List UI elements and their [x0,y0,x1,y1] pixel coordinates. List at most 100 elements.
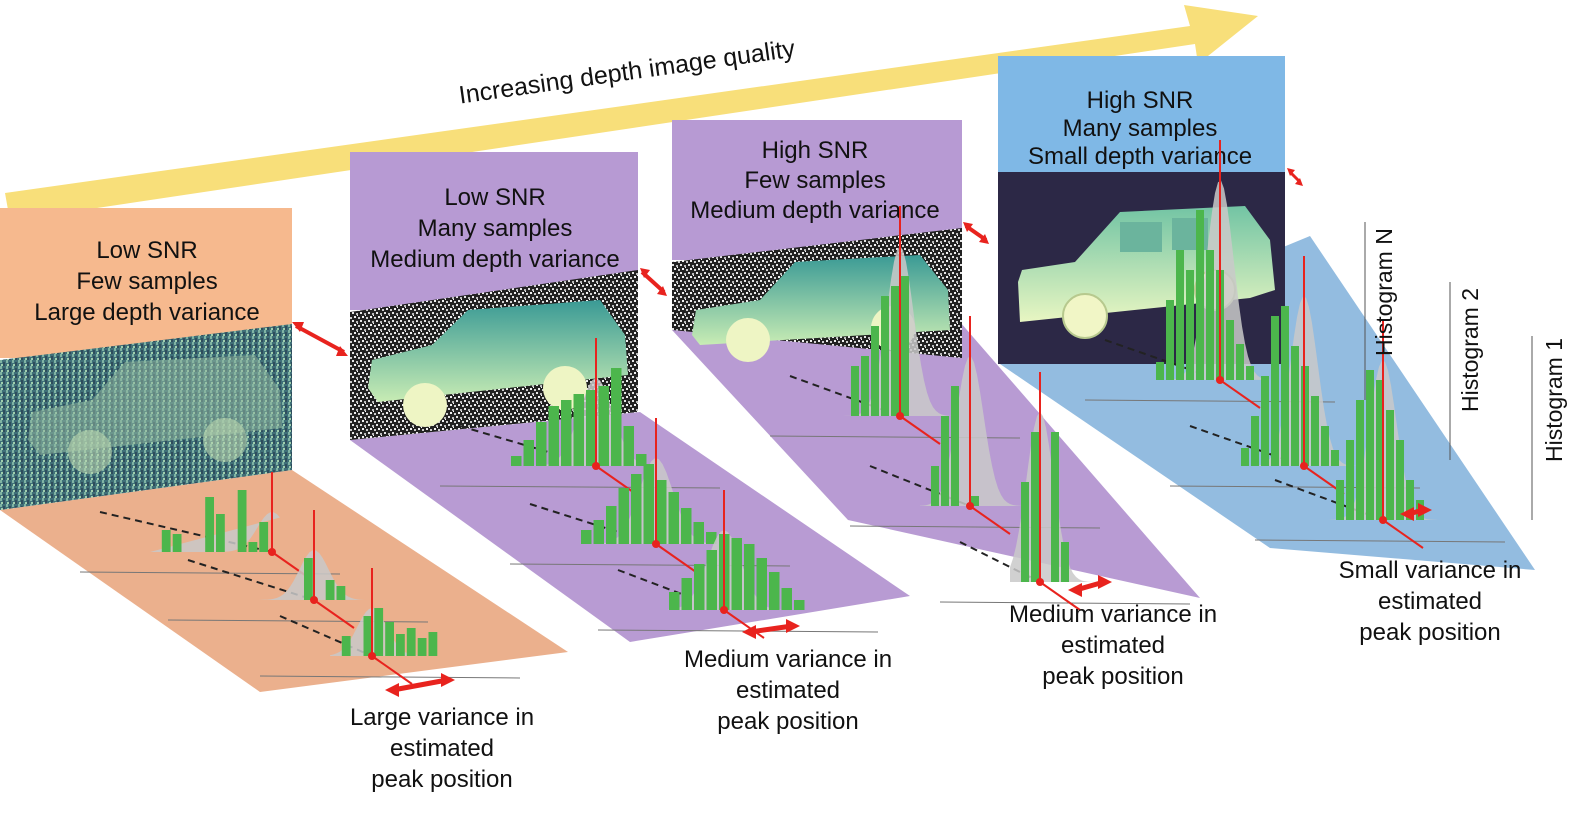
histogram-label-2: Histogram 2 [1457,288,1483,412]
panel-4-hist-3-bar-4 [1356,400,1364,520]
histogram-layer [79,140,1533,697]
panel-2-hist-1-bar-6 [573,394,584,466]
panel-2-hist-1-bar-10 [623,426,634,466]
panel-2-hist-2-bar-11 [706,532,717,544]
panel-4-hist-3-bar-5 [1366,370,1374,520]
panel-3-hist-3-peak-projection [1039,581,1081,611]
panel-4-hist-2-bar-9 [1321,426,1329,466]
panel-2-header-line-3: Medium depth variance [370,246,619,273]
panel-2-variance-arrow-left [742,625,756,639]
panel-3-hist-2-bar-3 [941,416,949,506]
panel-2-hist-3-bar-3 [694,564,705,610]
panel-2-header-line-2: Many samples [418,215,573,242]
caption-4-line-1: Small variance in [1339,557,1522,584]
panel-1-floor [0,470,568,692]
panel-2-hist-2-bar-6 [643,464,654,544]
panel-4-hist-1-bar-9 [1236,344,1244,380]
panel-3-hist-1-bar-4 [871,326,879,416]
panel-4-hist-1-bar-10 [1246,366,1254,380]
panel-4-hist-1-gaussian [1155,180,1275,380]
panel-2-hist-3-bar-7 [744,544,755,610]
caption-3-line-2: estimated [1061,632,1165,659]
panel-1-hist-1-bar-9 [237,490,247,552]
panel-2-hist-3-dashed-guide [617,569,725,611]
panel-3-hist-2-gaussian [920,356,1040,506]
panel-1-hist-1-bar-2 [161,530,171,552]
panel-1-hist-3-bar-6 [385,622,394,656]
panel-4-hist-2-bar-1 [1241,448,1249,466]
panel-2-hist-1-bar-8 [598,386,609,466]
panel-2-variance-arrow-right [786,619,800,633]
panel-2-hist-3-bar-10 [781,588,792,610]
panel-3-hist-2-bar-4 [951,386,959,506]
panel-4-hist-2-bar-5 [1281,306,1289,466]
panel-4-header-line-3: Small depth variance [1028,143,1252,170]
histogram-label-1: Histogram 1 [1541,338,1567,462]
panel-2-hist-2-bar-7 [656,480,667,544]
panel-1-hist-3-peak-projection [371,655,413,685]
panel-1-hist-2-gaussian [238,550,368,600]
panel-3-header-line-1: High SNR [762,137,869,164]
panel-3-hist-3-bar-2 [1021,482,1029,582]
panel-4-variance-arrow-left [1400,507,1414,521]
panel-1-hist-2-bar-7 [304,558,313,600]
panel-4-header-line-1: High SNR [1087,87,1194,114]
caption-4-line-3: peak position [1359,619,1500,646]
panel-1-hist-3-bar-4 [363,616,373,656]
caption-1: Large variance in estimated peak positio… [350,704,534,793]
connector-arrow-1 [292,322,348,356]
panel-1-hist-2-peak-projection [313,599,355,629]
panel-2-hist-2-bar-4 [618,488,629,544]
panel-1-hist-3-bar-9 [417,638,427,656]
panel-4-hist-3-bar-7 [1386,410,1394,520]
panel-3-hist-1-bar-5 [881,296,889,416]
panel-4-hist-3-bar-9 [1406,480,1414,520]
panel-3-variance-arrow-left [1068,583,1082,597]
panel-1-hist-1-bar-6 [205,497,214,552]
panel-4-hist-1-bar-3 [1176,250,1184,380]
panel-4-header-line-2: Many samples [1063,115,1218,142]
panel-4-hist-2-bar-10 [1331,450,1339,466]
panel-4-hist-2-bar-2 [1251,416,1259,466]
panel-4-hist-1-bar-4 [1186,270,1194,380]
panel-4-hist-1-peak-projection [1219,379,1261,409]
panel-4-hist-1-bar-2 [1166,300,1174,380]
panel-2-hist-2-bar-5 [631,474,642,544]
panel-2-hist-1-bar-11 [636,454,647,466]
panel-3-hist-2-bar-6 [971,496,979,506]
panel-2-hist-3-baseline [597,629,879,633]
caption-2-line-2: estimated [736,677,840,704]
panel-3-hist-3-bar-3 [1031,432,1039,582]
panel-4-hist-1-bar-5 [1196,210,1204,380]
panel-2-hist-2-bar-8 [668,492,679,544]
panel-4-hist-1-bar-8 [1226,320,1234,380]
panel-2-hist-1-bar-4 [548,406,559,466]
panel-2-hist-3-bar-8 [756,558,767,610]
panel-4-hist-3-peak-projection [1382,519,1424,549]
panel-3-floor [672,322,1200,598]
panel-4-hist-3-bar-6 [1376,380,1384,520]
panel-3-header-line-3: Medium depth variance [690,197,939,224]
panel-2-header-line-1: Low SNR [444,184,545,211]
caption-1-line-1: Large variance in [350,704,534,731]
panel-1-hist-3-bar-2 [341,636,351,656]
panel-1-hist-1-bar-10 [248,542,258,552]
panel-4-variance-arrow-right [1418,503,1432,517]
panel-1-hist-2-bar-10 [336,586,346,600]
panel-1-hist-1-bar-7 [216,514,225,552]
panel-2-variance-arrow-shaft [749,623,793,635]
panel-1-hist-3-bar-5 [374,608,384,656]
panel-3-hist-3-baseline [939,601,1191,605]
panel-2-hist-1-bar-3 [536,422,547,466]
panel-2-hist-1-peak-projection [595,465,637,495]
caption-3-line-3: peak position [1042,663,1183,690]
panel-2-hist-1-bar-1 [511,456,522,466]
panel-3-hist-1-bar-3 [861,356,869,416]
panel-2-hist-2-bar-9 [681,508,692,544]
panel-1-header-line-1: Low SNR [96,237,197,264]
panel-2-hist-1-bar-5 [561,400,572,466]
panel-connectors [292,168,1303,356]
panel-4-hist-1-bar-6 [1206,250,1214,380]
panel-2-hist-2-bar-10 [693,522,704,544]
